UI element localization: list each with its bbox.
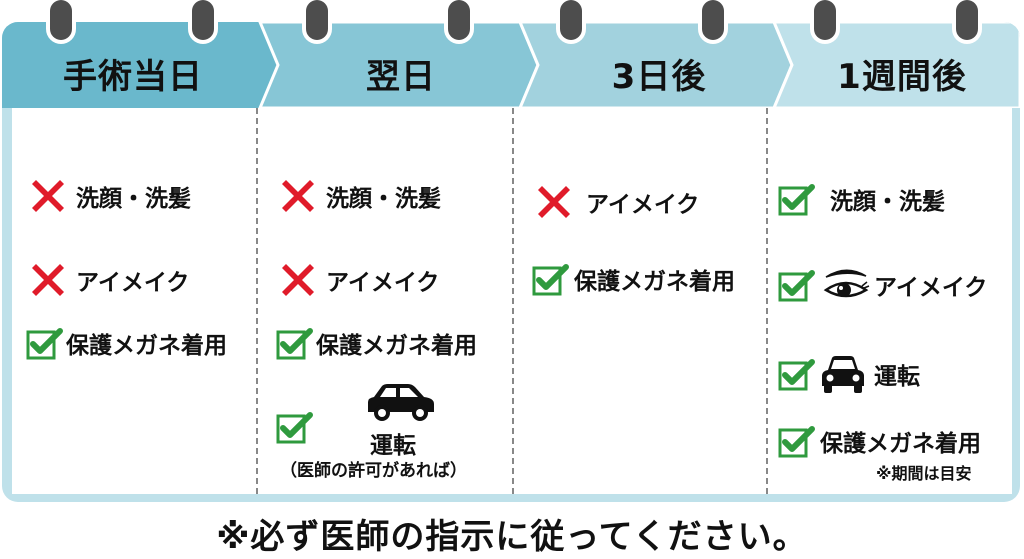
- car-icon: [368, 384, 434, 421]
- list-item: 保護メガネ着用: [276, 326, 477, 360]
- ring-icon: [50, 0, 72, 40]
- check-icon: [26, 326, 64, 360]
- ring-icon: [560, 0, 582, 40]
- list-item: アイメイク: [26, 258, 189, 302]
- period-note: ※期間は目安: [876, 464, 972, 483]
- cross-icon: [276, 174, 320, 218]
- header-3-days: 3日後: [611, 56, 707, 97]
- check-icon: [778, 268, 816, 302]
- check-icon: [276, 410, 314, 444]
- list-item: 運転: [778, 354, 920, 394]
- ring-icon: [702, 0, 724, 40]
- check-icon: [532, 262, 570, 296]
- list-item: 洗顔・洗髪: [26, 174, 191, 218]
- header-arrows: [2, 22, 1020, 108]
- list-item: アイメイク: [778, 268, 987, 302]
- ring-icon: [306, 0, 328, 40]
- column-next-day: 洗顔・洗髪 アイメイク 保護メガネ着用 運転 （医師の許可があれば）: [258, 108, 512, 494]
- driving-label: 運転: [370, 433, 416, 459]
- column-divider: [766, 108, 768, 494]
- list-item: 保護メガネ着用: [532, 262, 735, 296]
- list-item: [276, 410, 314, 444]
- cross-icon: [26, 174, 70, 218]
- list-item: 保護メガネ着用: [778, 424, 981, 458]
- header-1-week: 1週間後: [837, 56, 967, 97]
- check-icon: [778, 357, 816, 391]
- cross-icon: [26, 258, 70, 302]
- list-item: アイメイク: [276, 258, 439, 302]
- header-next-day: 翌日: [366, 56, 436, 97]
- list-item: 洗顔・洗髪: [276, 174, 441, 218]
- check-icon: [778, 182, 816, 216]
- cross-icon: [276, 258, 320, 302]
- check-icon: [276, 326, 314, 360]
- column-3-days: アイメイク 保護メガネ着用: [514, 108, 766, 494]
- timeline-headers: 手術当日 翌日 3日後 1週間後: [2, 22, 1020, 108]
- timeline-body: 洗顔・洗髪 アイメイク 保護メガネ着用 洗顔・洗髪 アイメイク 保護メガネ着用: [12, 108, 1012, 494]
- column-divider: [512, 108, 514, 494]
- cross-icon: [532, 180, 576, 224]
- ring-icon: [448, 0, 470, 40]
- column-1-week: 洗顔・洗髪 アイメイク 運転: [768, 108, 1012, 494]
- eye-icon: [823, 269, 870, 298]
- list-item: アイメイク: [532, 180, 699, 224]
- ring-icon: [956, 0, 978, 40]
- column-divider: [256, 108, 258, 494]
- footer-notice: ※必ず医師の指示に従ってください。: [216, 516, 808, 557]
- car-front-icon: [822, 356, 864, 393]
- check-icon: [778, 424, 816, 458]
- list-item: 洗顔・洗髪: [778, 182, 945, 216]
- ring-icon: [192, 0, 214, 40]
- list-item: 保護メガネ着用: [26, 326, 227, 360]
- column-surgery-day: 洗顔・洗髪 アイメイク 保護メガネ着用: [12, 108, 256, 494]
- calendar-rings: [0, 0, 1024, 44]
- header-surgery-day: 手術当日: [63, 56, 203, 97]
- driving-note: （医師の許可があれば）: [280, 461, 467, 481]
- ring-icon: [814, 0, 836, 40]
